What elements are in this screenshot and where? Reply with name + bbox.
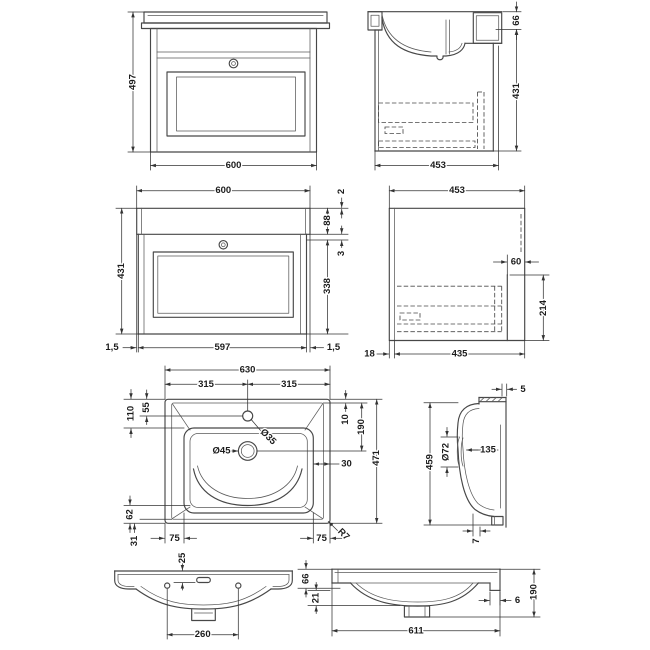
dim-panel-gap: 3 (336, 251, 347, 256)
dim-cabinet-height: 431 (511, 82, 522, 99)
cabinet-side-view: 453 60 214 18 435 (363, 184, 550, 361)
dim-door-height: 338 (322, 278, 333, 294)
dim-overall-height: 190 (529, 584, 540, 600)
dim-bowl-inset-right: 75 (316, 533, 327, 544)
hidden-drawer-handle (384, 126, 404, 134)
bowl-profile (381, 17, 466, 61)
waste-outlet (491, 515, 504, 526)
dim-frieze-height: 88 (322, 215, 333, 226)
door-panel (166, 71, 306, 137)
dim-vanity-depth: 453 (430, 160, 446, 171)
cabinet-front-view: 600 431 2 88 3 338 1,5 597 1,5 (104, 184, 348, 355)
basin-section-view: 66 21 6 190 611 (297, 560, 541, 638)
dim-overflow-dia: Ø72 (441, 443, 452, 461)
door-knob (228, 58, 239, 69)
dim-half-width-right: 315 (281, 379, 298, 390)
dim-bracket-height: 214 (538, 299, 549, 316)
dim-vanity-height: 497 (128, 74, 139, 90)
dim-bowl-drop: 21 (311, 592, 322, 603)
bowl-section-outer (456, 402, 495, 518)
fixing-hole-left (164, 582, 171, 589)
rim-end-right (270, 570, 293, 590)
dim-back-edge: 10 (340, 414, 351, 425)
dim-back-rim: 110 (126, 406, 137, 421)
door-knob (218, 240, 229, 250)
basin-plan-view: 630 315 315 110 55 62 31 Ø35 Ø45 30 (123, 363, 383, 547)
dim-side-gap-left: 1,5 (105, 342, 119, 353)
dim-front-edge: 31 (129, 535, 140, 546)
dim-drain-offset: 7 (471, 538, 482, 543)
dim-basin-height: 459 (425, 454, 436, 470)
dim-bowl-inset-left: 75 (169, 533, 180, 544)
dim-back-gap: 5 (520, 384, 526, 395)
dim-carcass-width: 597 (214, 342, 230, 353)
basin-front-rim (367, 11, 383, 31)
cabinet-side-body (388, 207, 526, 342)
dim-worktop-height: 66 (511, 15, 522, 26)
dim-carcass-depth: 435 (452, 349, 469, 360)
label-tap-hole-dia: Ø35 (258, 427, 279, 448)
label-waste-dia: Ø45 (213, 446, 232, 457)
bowl-underside (135, 588, 272, 610)
dim-waste-centre: 190 (356, 419, 367, 435)
dim-basin-width: 630 (240, 365, 256, 376)
dim-vanity-width: 600 (226, 160, 242, 171)
dim-fixing-centres: 260 (195, 629, 211, 640)
dim-side-gap-right: 1,5 (327, 342, 341, 353)
fixing-hole-right (235, 582, 242, 589)
dim-rim-height: 66 (301, 573, 312, 584)
vanity-side-view: 66 431 453 (367, 1, 523, 172)
overflow-hole (456, 436, 460, 468)
label-corner-radius: R7 (335, 526, 351, 542)
dim-cabinet-height: 431 (116, 262, 127, 279)
dim-bowl-width: 611 (408, 625, 424, 636)
basin-side-view: 5 459 Ø72 135 7 (423, 382, 527, 544)
dim-side-rim: 30 (341, 459, 352, 470)
door-panel (152, 251, 294, 318)
dim-half-width-left: 315 (198, 379, 215, 390)
dim-basin-depth: 471 (371, 449, 382, 466)
waste-boss (403, 605, 431, 618)
overflow-slot (196, 576, 211, 584)
dim-overflow-offset: 25 (177, 552, 188, 563)
basin-front-view: 25 260 (114, 551, 293, 642)
dim-front-rim: 62 (125, 509, 136, 520)
cabinet-body (149, 27, 318, 153)
dim-cabinet-depth: 453 (449, 185, 465, 196)
dim-back-clearance: 60 (511, 257, 522, 268)
dim-front-thickness: 18 (364, 349, 375, 360)
back-upstand (472, 12, 503, 44)
worktop-lip (140, 22, 331, 30)
rim-end-left (114, 570, 137, 590)
bowl-outline (183, 427, 314, 514)
hidden-drawer-box (378, 102, 474, 123)
dim-tap-centre: 55 (141, 402, 152, 413)
frieze-band (136, 207, 311, 235)
dim-cabinet-width: 600 (215, 185, 231, 196)
vanity-front-view: 497 600 (126, 11, 331, 172)
worktop-front (143, 11, 328, 24)
dim-back-lip: 6 (515, 595, 520, 606)
dim-bowl-depth: 135 (480, 445, 497, 456)
dim-top-offset: 2 (336, 189, 347, 194)
waste-boss (191, 608, 216, 622)
hidden-drawer-handle (399, 312, 421, 321)
